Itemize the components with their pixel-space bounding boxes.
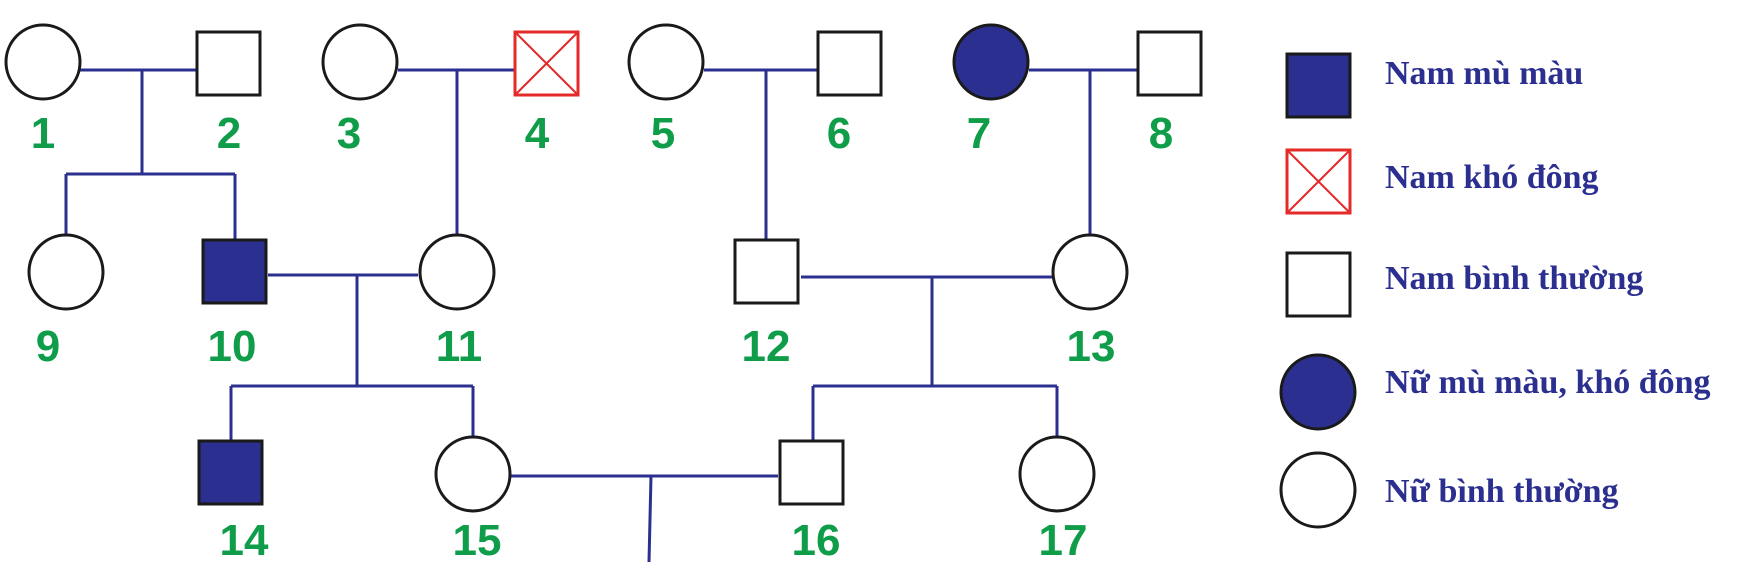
female-normal-symbol [1018,435,1096,513]
individual-number-6: 6 [827,109,851,158]
legend-label-male-hemophilia: Nam khó đông [1385,159,1599,196]
male-normal-symbol [816,30,883,97]
male-affected-symbol [197,439,264,506]
male-affected-symbol [201,238,268,305]
individual-number-5: 5 [651,109,675,158]
female-normal-symbol [418,233,496,311]
individual-number-8: 8 [1149,109,1173,158]
female-normal-symbol [627,23,705,101]
legend-male-affected-symbol [1285,52,1352,119]
individual-number-14: 14 [220,516,269,565]
legend-female-affected-symbol [1279,353,1357,431]
individual-number-12: 12 [742,322,791,371]
pedigree-lines [64,68,1138,563]
male-normal-symbol [195,30,262,97]
female-affected-symbol [952,23,1030,101]
legend-label-male-affected: Nam mù màu [1385,55,1583,92]
individual-number-9: 9 [36,322,60,371]
legend-label-male-normal: Nam bình thường [1385,260,1643,297]
female-normal-symbol [27,233,105,311]
legend-female-normal-symbol [1279,451,1357,529]
individual-number-17: 17 [1039,516,1088,565]
individual-number-2: 2 [217,109,241,158]
female-normal-symbol [1051,233,1129,311]
male-normal-symbol [1136,30,1203,97]
pedigree-individuals [4,23,1203,513]
female-normal-symbol [434,435,512,513]
legend-male-normal-symbol [1285,251,1352,318]
male-normal-symbol [778,439,845,506]
individual-numbers: 1 2 3 4 5 6 7 8 9 10 11 12 13 14 15 16 1… [31,109,1173,565]
legend-label-female-normal: Nữ bình thường [1385,473,1619,510]
legend-male-hemophilia-symbol [1285,148,1352,215]
individual-number-11: 11 [436,322,483,371]
female-normal-symbol [321,23,399,101]
individual-number-7: 7 [967,109,991,158]
legend: Nam mù màu Nam khó đông Nam bình thường … [1279,52,1711,529]
male-normal-symbol [733,238,800,305]
individual-number-16: 16 [792,516,841,565]
male-hemophilia-symbol [513,30,580,97]
individual-number-13: 13 [1067,322,1116,371]
individual-number-10: 10 [208,322,257,371]
individual-number-4: 4 [525,109,550,158]
descent-line-15-16 [647,475,653,563]
individual-number-3: 3 [337,109,361,158]
individual-number-1: 1 [31,109,55,158]
individual-number-15: 15 [453,516,502,565]
legend-label-female-affected: Nữ mù màu, khó đông [1385,364,1711,401]
female-normal-symbol [4,23,82,101]
